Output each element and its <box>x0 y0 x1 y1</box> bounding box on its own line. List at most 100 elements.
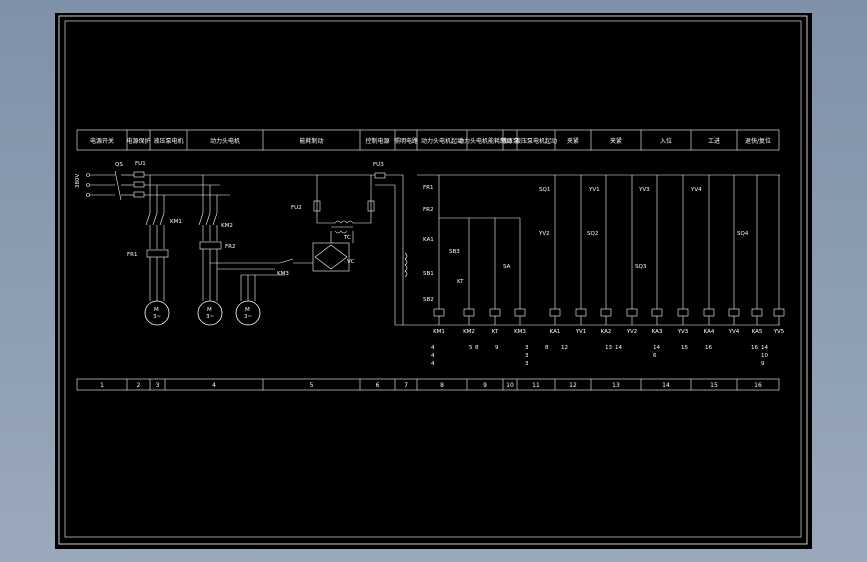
contact-ref: 14 <box>761 345 768 351</box>
column-number: 10 <box>506 382 514 389</box>
header-cell: 能耗制动 <box>299 137 323 145</box>
coil: KM3 <box>514 303 526 335</box>
coil-label: KA3 <box>652 329 663 335</box>
coil-row: KM1 KM2 KT KM3 KA1 YV1 KA2 YV2 KA3 YV3 KA4 YV4 KA5 YV… <box>433 303 785 335</box>
column-number: 1 <box>100 382 104 389</box>
contact-ref: 16 <box>705 345 712 351</box>
coil-label: KM1 <box>433 329 445 335</box>
sq1-label: SQ1 <box>539 187 550 193</box>
power-source-label: 380V <box>75 174 81 188</box>
coil-label: KA5 <box>752 329 763 335</box>
fr2-power-label: FR2 <box>225 244 235 250</box>
electrical-schematic: 电源开关电源保护液压泵电机动力头电机能耗制动控制电源照明电路动力头电机起动动力头… <box>58 15 808 545</box>
header-row: 电源开关电源保护液压泵电机动力头电机能耗制动控制电源照明电路动力头电机起动动力头… <box>76 129 780 151</box>
motor1-sub: 3~ <box>153 314 161 320</box>
column-number: 11 <box>532 382 540 389</box>
yv2-ctrl-label: YV2 <box>538 231 550 237</box>
coil-label: KT <box>492 329 499 335</box>
contact-ref: 9 <box>761 361 765 367</box>
motor2-sub: 3~ <box>206 314 214 320</box>
contact-ref: 10 <box>761 353 768 359</box>
column-number: 3 <box>156 382 160 389</box>
header-cell: 液压泵 <box>501 137 519 145</box>
coil-label: YV5 <box>773 329 785 335</box>
column-number: 6 <box>376 382 380 389</box>
fu3-label: FU3 <box>373 162 384 168</box>
contact-ref: 15 <box>681 345 688 351</box>
header-cell: 动力头电机起动 <box>421 137 463 145</box>
coil: YV3 <box>677 303 689 335</box>
vc-label: VC <box>347 259 355 265</box>
sa-label: SA <box>503 264 511 270</box>
contact-ref: 8 <box>475 345 479 351</box>
sb2-label: SB2 <box>423 297 434 303</box>
fr1-ctrl-label: FR1 <box>423 185 433 191</box>
header-cell: 照明电路 <box>394 137 418 145</box>
contact-ref: 14 <box>615 345 622 351</box>
qs-label: QS <box>115 162 123 168</box>
header-cell: 电源保护 <box>126 137 150 145</box>
coil-label: KA1 <box>550 329 561 335</box>
sb3-label: SB3 <box>449 249 460 255</box>
yv1-ctrl-label: YV1 <box>588 187 600 193</box>
contact-ref: 13 <box>605 345 612 351</box>
header-cell: 夹紧 <box>610 137 622 145</box>
coil-label: YV3 <box>677 329 689 335</box>
sb1-label: SB1 <box>423 271 434 277</box>
column-number: 7 <box>404 382 408 389</box>
column-number: 12 <box>569 382 577 389</box>
coil: KM2 <box>463 303 475 335</box>
contact-ref: 4 <box>431 361 435 367</box>
fr2-ctrl-label: FR2 <box>423 207 433 213</box>
coil-label: KA4 <box>704 329 715 335</box>
contact-ref: 12 <box>561 345 568 351</box>
coil: KA5 <box>752 303 763 335</box>
coil-label: KM2 <box>463 329 475 335</box>
column-number: 14 <box>662 382 670 389</box>
contact-ref: 4 <box>431 345 435 351</box>
coil: YV1 <box>575 303 587 335</box>
contact-ref: 9 <box>495 345 499 351</box>
km2-power-label: KM2 <box>221 223 233 229</box>
contact-ref: 3 <box>525 345 529 351</box>
coil-label: YV4 <box>728 329 740 335</box>
column-number: 15 <box>710 382 718 389</box>
header-cell: 液压泵电机起动 <box>515 137 557 145</box>
contact-ref: 3 <box>525 353 529 359</box>
column-number: 9 <box>483 382 487 389</box>
fr1-power-label: FR1 <box>127 252 137 258</box>
column-number: 13 <box>612 382 620 389</box>
column-number: 16 <box>754 382 762 389</box>
column-number: 2 <box>137 382 141 389</box>
contact-ref: 5 <box>469 345 473 351</box>
coil: KT <box>489 303 501 335</box>
column-number: 8 <box>440 382 444 389</box>
header-cell: 动力头电机 <box>210 137 240 145</box>
coil-label: KM3 <box>514 329 526 335</box>
sq4-label: SQ4 <box>737 231 749 237</box>
header-cell: 液压泵电机 <box>153 137 183 145</box>
ka1-ctrl-label: KA1 <box>423 237 434 243</box>
fu1-label: FU1 <box>135 161 146 167</box>
coil-label: YV2 <box>626 329 638 335</box>
header-cell: 夹紧 <box>567 137 579 145</box>
drawing-sheet[interactable]: 电源开关电源保护液压泵电机动力头电机能耗制动控制电源照明电路动力头电机起动动力头… <box>55 13 812 549</box>
contact-ref: 3 <box>525 361 529 367</box>
coil: KA1 <box>550 303 561 335</box>
header-cell: 退快/复位 <box>745 137 771 145</box>
km3-power-label: KM3 <box>277 271 289 277</box>
coil: YV4 <box>728 303 740 335</box>
yv3-ctrl-label: YV3 <box>638 187 650 193</box>
header-cell: 入位 <box>660 137 672 145</box>
column-number: 4 <box>212 382 216 389</box>
header-cell: 控制电源 <box>365 137 389 145</box>
header-cell: 电源开关 <box>90 137 114 145</box>
contact-ref: 4 <box>431 353 435 359</box>
fu2-label: FU2 <box>291 205 302 211</box>
coil-label: YV1 <box>575 329 587 335</box>
coil-label: KA2 <box>601 329 612 335</box>
coil: KA3 <box>652 303 663 335</box>
